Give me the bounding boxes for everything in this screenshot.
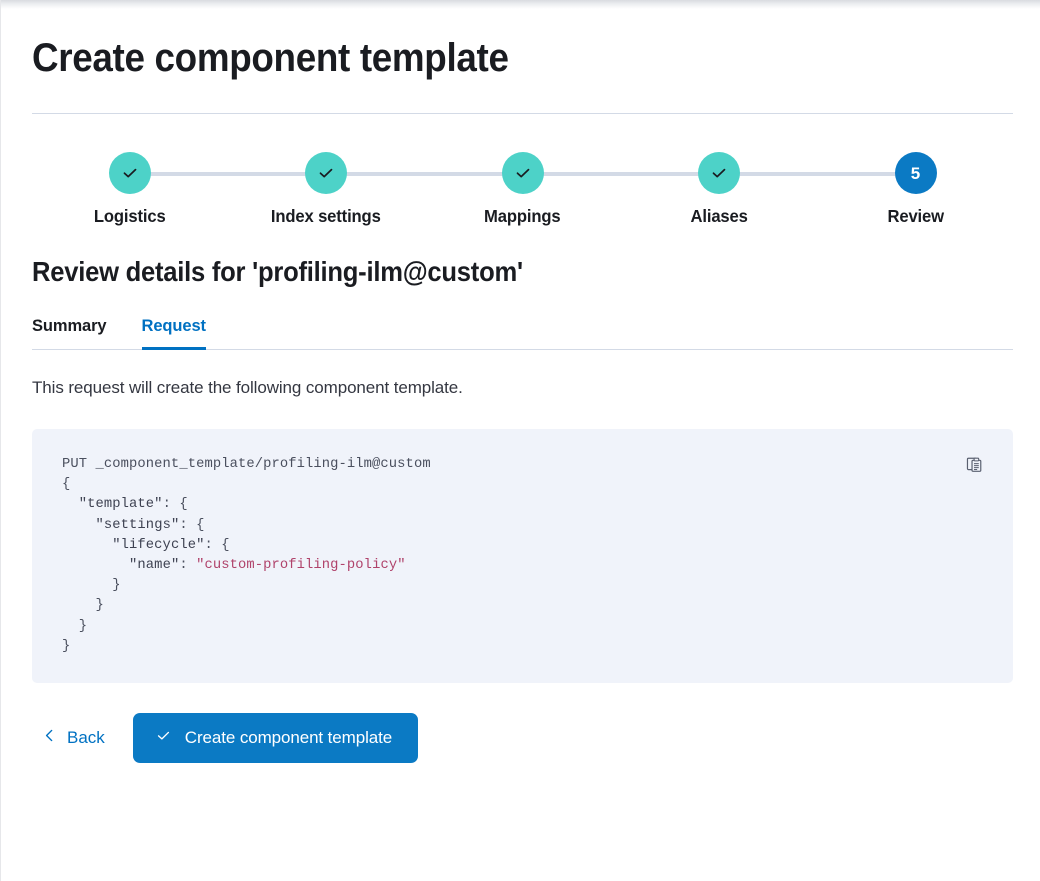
page-title: Create component template (32, 36, 509, 80)
step-aliases-label: Aliases (690, 206, 748, 226)
step-index-settings[interactable]: Index settings (229, 152, 424, 227)
wizard-footer: Back Create component template (32, 713, 1013, 764)
check-icon (120, 163, 140, 183)
back-button[interactable]: Back (32, 720, 115, 756)
back-button-label: Back (67, 728, 105, 748)
step-index-settings-circle[interactable] (305, 152, 347, 194)
check-icon (513, 163, 533, 183)
step-aliases[interactable]: Aliases (622, 152, 817, 227)
request-description: This request will create the following c… (32, 378, 463, 397)
step-mappings-label: Mappings (484, 206, 561, 226)
step-mappings-circle[interactable] (501, 152, 544, 194)
header-divider (32, 113, 1013, 114)
section-title: Review details for 'profiling-ilm@custom… (32, 256, 523, 287)
step-review-number: 5 (910, 163, 921, 183)
page-body: Create component template Logistics (0, 9, 1040, 881)
copy-clipboard-icon[interactable] (961, 451, 987, 477)
create-component-template-button[interactable]: Create component template (132, 713, 419, 764)
tab-summary[interactable]: Summary (32, 317, 107, 350)
window-top-shadow (0, 0, 1040, 9)
step-review-label: Review (887, 206, 944, 226)
step-index-settings-label: Index settings (271, 206, 381, 226)
tab-request[interactable]: Request (141, 317, 206, 350)
window-left-border (0, 0, 1, 881)
step-logistics-circle[interactable] (108, 152, 151, 194)
check-icon (316, 163, 336, 183)
step-indicator: Logistics Index settings (32, 152, 1013, 228)
step-mappings[interactable]: Mappings (425, 152, 620, 227)
step-review-circle[interactable]: 5 (894, 152, 937, 194)
code-request-line: PUT _component_template/profiling-ilm@cu… (62, 457, 431, 472)
request-code-panel: PUT _component_template/profiling-ilm@cu… (32, 429, 1013, 684)
request-code-block[interactable]: PUT _component_template/profiling-ilm@cu… (62, 455, 1013, 657)
chevron-left-icon (42, 728, 57, 748)
step-aliases-circle[interactable] (698, 152, 740, 194)
step-review[interactable]: 5 Review (818, 152, 1013, 227)
step-logistics-label: Logistics (93, 206, 166, 226)
create-component-template-label: Create component template (184, 728, 393, 748)
tab-bar: Summary Request (32, 317, 1013, 350)
check-icon (709, 163, 729, 183)
code-body: { "template": { "settings": { "lifecycle… (62, 477, 406, 654)
step-logistics[interactable]: Logistics (32, 152, 227, 227)
code-string-value: "custom-profiling-policy" (196, 558, 406, 574)
check-icon (155, 727, 172, 749)
